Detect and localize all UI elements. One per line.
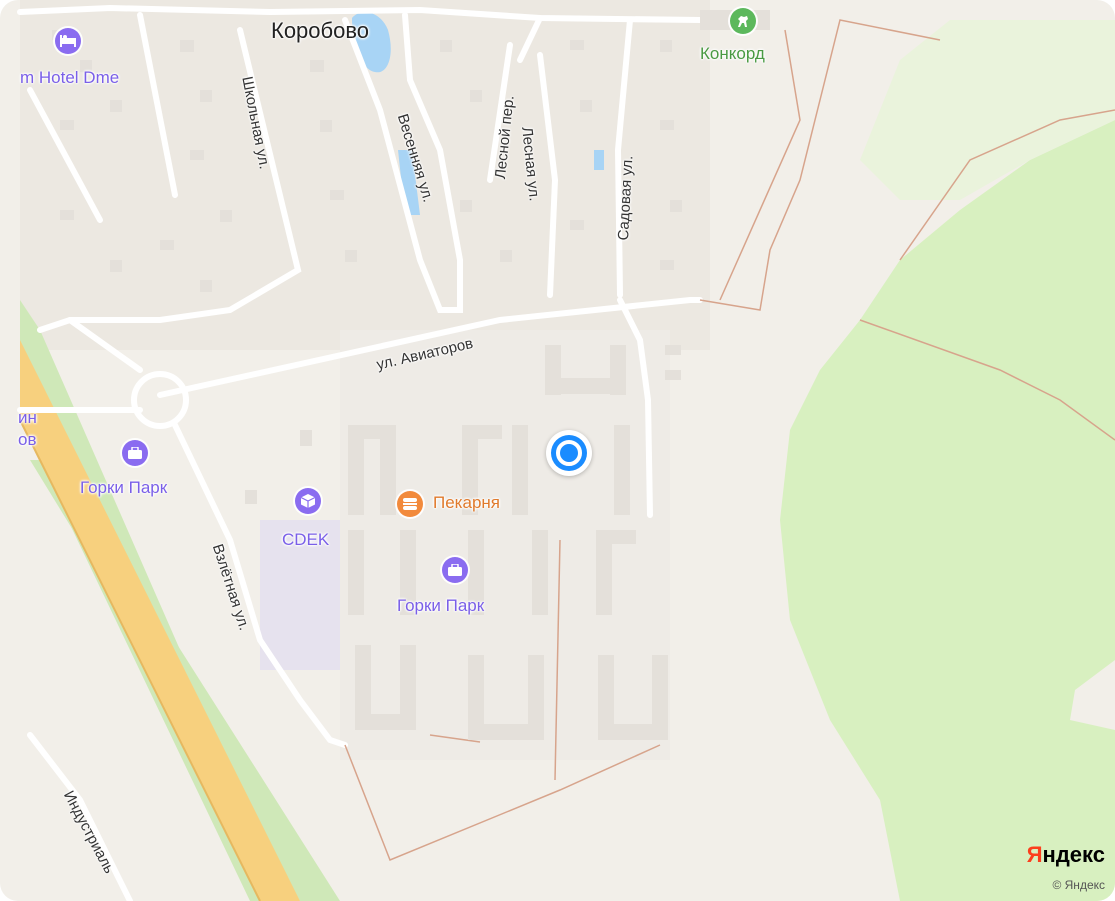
hotel-icon[interactable] [55, 28, 81, 54]
place-name-korobovo[interactable]: Коробово [271, 18, 370, 43]
complex-zone [340, 330, 670, 760]
location-dot [556, 440, 582, 466]
poi-label-konkord[interactable]: Конкорд [700, 44, 765, 63]
poi-label-gorki-park-2[interactable]: Горки Парк [397, 596, 485, 615]
poi-label-hotel[interactable]: m Hotel Dme [20, 68, 120, 87]
poi-label-edge-fragment[interactable]: ов [18, 430, 37, 449]
path-network [344, 19, 1115, 861]
business-center-icon[interactable] [442, 557, 468, 583]
road-network [17, 4, 703, 901]
horse-riding-icon[interactable] [730, 8, 756, 34]
copyright-notice[interactable]: © Яндекс [1052, 878, 1105, 892]
forest-area [780, 120, 1115, 901]
yandex-logo-first-letter: Я [1026, 842, 1043, 867]
poi-label-cdek[interactable]: CDEK [282, 530, 330, 549]
parcel-icon[interactable] [295, 488, 321, 514]
business-center-icon[interactable] [122, 440, 148, 466]
highway-edge [19, 419, 261, 901]
water-small [594, 150, 604, 170]
roundabout [131, 371, 189, 429]
current-location-icon[interactable] [546, 430, 592, 476]
highway [20, 340, 300, 901]
bakery-icon[interactable] [397, 491, 423, 517]
poi-label-edge-fragment[interactable]: ин [18, 408, 37, 427]
buildings [52, 10, 770, 740]
yandex-logo-rest: ндекс [1042, 842, 1105, 867]
poi-label-gorki-park-1[interactable]: Горки Парк [80, 478, 168, 497]
industrial-zone [260, 520, 340, 670]
poi-label-bakery[interactable]: Пекарня [433, 493, 500, 512]
location-ring [551, 435, 587, 471]
forest-area-top [860, 20, 1115, 200]
yandex-logo[interactable]: Яндекс [1027, 842, 1105, 868]
forest-clearing [1070, 660, 1115, 730]
